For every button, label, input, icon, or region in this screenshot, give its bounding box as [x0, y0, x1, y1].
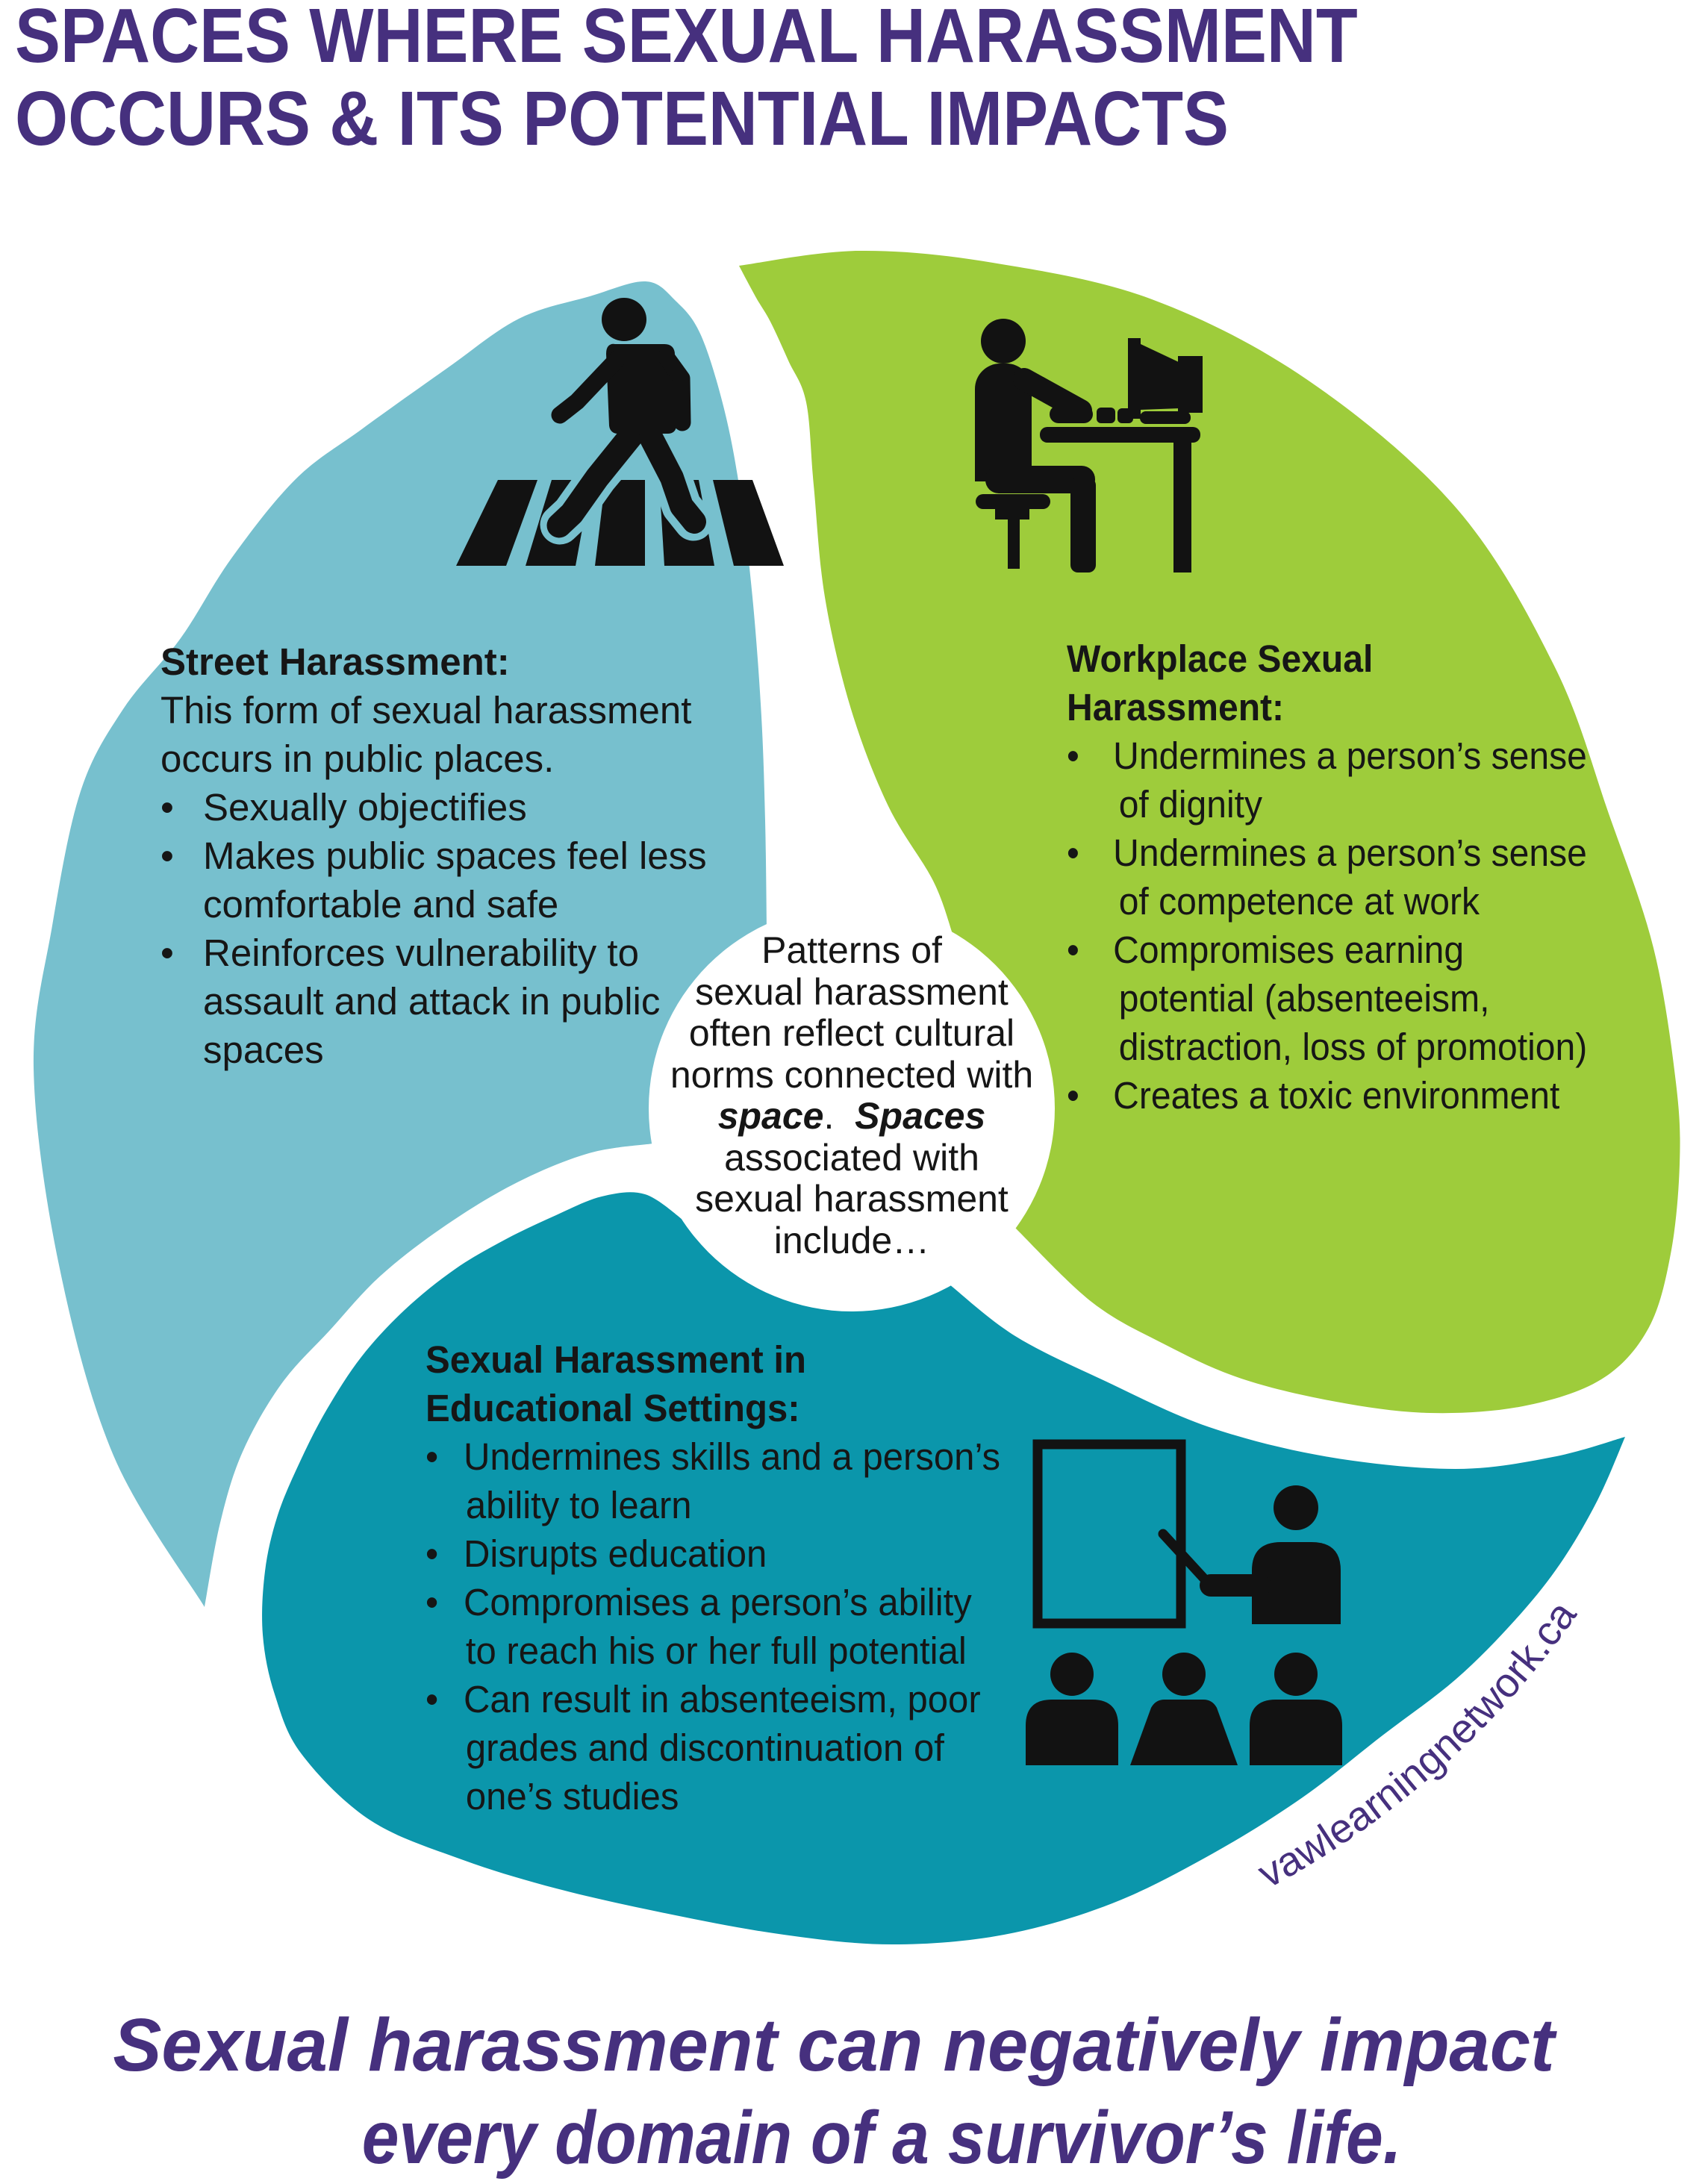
svg-text:vawlearningnetwork.ca: vawlearningnetwork.ca	[1250, 1592, 1586, 1897]
